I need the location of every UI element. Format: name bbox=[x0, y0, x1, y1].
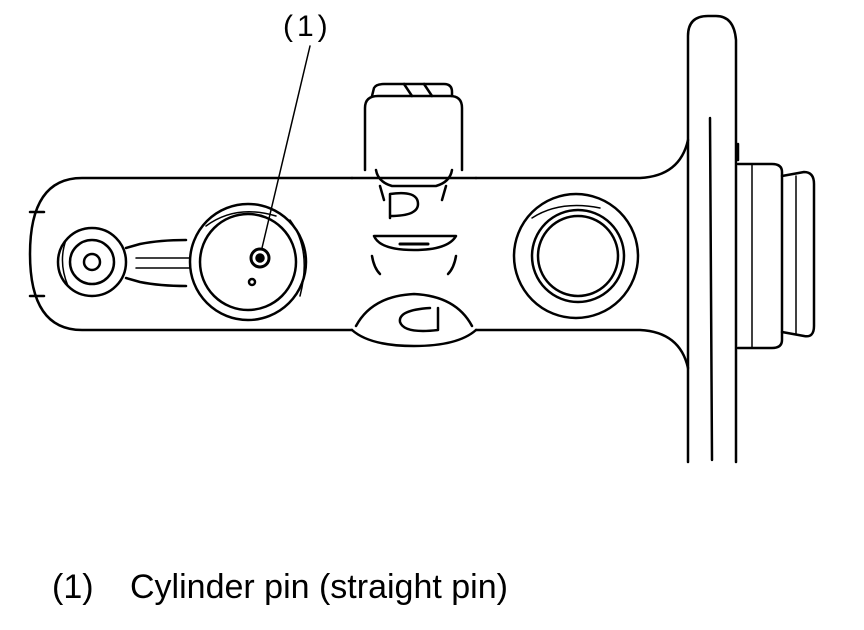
figure-caption: (1) Cylinder pin (straight pin) bbox=[52, 568, 508, 607]
outlet-port-left bbox=[56, 226, 128, 298]
mounting-flange bbox=[686, 14, 740, 464]
callout-leader-line bbox=[261, 45, 311, 249]
cylinder-body bbox=[28, 138, 690, 370]
reservoir-neck bbox=[363, 82, 464, 202]
cast-markings bbox=[354, 191, 474, 333]
caption-text: Cylinder pin (straight pin) bbox=[130, 568, 508, 606]
cylinder-pin bbox=[247, 247, 271, 287]
secondary-port bbox=[512, 192, 640, 320]
port-channel bbox=[124, 238, 191, 288]
callout-label: (1) bbox=[283, 10, 332, 43]
primary-port bbox=[188, 202, 308, 322]
rear-seal bbox=[736, 162, 816, 350]
caption-number: (1) bbox=[52, 568, 94, 606]
